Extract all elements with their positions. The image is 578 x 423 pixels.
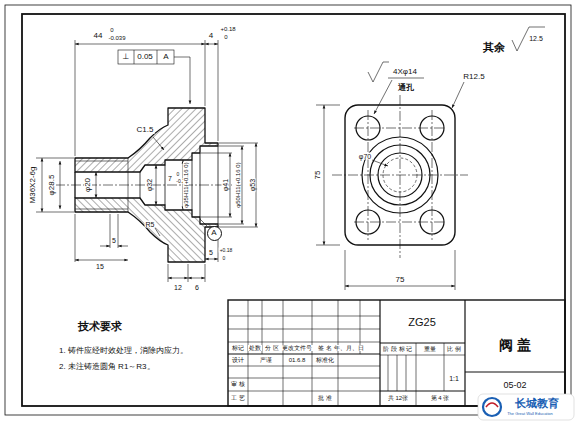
drawing-label: 更改文件号 [281,345,313,351]
drawing-label: 重量 [423,346,437,352]
drawing-label: R12.5 [462,73,485,81]
drawing-label: φ35H11(+0.16 0) [183,161,189,208]
drawing-label: 阀 盖 [498,338,532,352]
drawing-label: 12 [173,284,183,291]
drawing-label: 严谨 [259,357,273,363]
drawing-label: φ20 [84,177,92,193]
drawing-label: 75 [314,170,322,181]
drawing-label: 长城教育 [514,398,560,409]
drawing-label: The Great Wall Education [506,412,554,416]
drawing-label: 0 [176,172,181,177]
drawing-label: 01.6.8 [288,357,307,363]
drawing-label: φ70 [358,153,372,160]
drawing-label: 标准化 [315,357,335,363]
drawing-label: 签 名 [317,345,333,351]
drawing-label: 44 [93,32,104,40]
drawing-label: 阶 段 标 记 [382,346,413,352]
drawing-label: +0.18 [219,26,236,32]
drawing-label: φ28.5 [48,174,56,197]
drawing-label: 0 [222,256,227,261]
datum-letter: A [211,229,216,237]
drawing-label: 批 准 [317,395,333,401]
drawing-label: 处数 [248,345,262,351]
drawing-label: 共 12张 [387,395,409,401]
drawing-label: ⊥ [122,53,131,61]
drawing-label: 4 [208,32,214,40]
drawing-label: 4Xφ14 [392,68,418,76]
drawing-label: φ50H11(+0.16 0) [235,161,241,208]
drawing-label: 15 [95,263,105,270]
drawing-label: 05-02 [502,381,527,390]
drawing-label: 标记 [231,345,245,351]
drawing-label: 技术要求 [77,321,123,332]
drawing-label: 5 [111,237,117,244]
drawing-label: 0 [223,34,228,40]
drawing-label: 0 [109,27,114,33]
drawing-label: 分 区 [264,345,280,351]
drawing-label: 其余 [482,42,506,53]
drawing-label: 通孔 [397,84,415,92]
drawing-label: ZG25 [407,317,437,328]
drawing-label: +0.18 [219,248,234,253]
drawing-label: R5 [145,221,156,228]
drawing-label: 第 4 张 [430,395,451,401]
drawing-label: M36X2-6g [29,166,37,205]
drawing-label: 设计 [231,357,245,363]
drawing-label: 1:1 [448,375,460,382]
drawing-label: φ32 [146,178,153,192]
drawing-label: 5 [208,249,214,256]
drawing-label: 1. 铸件应经时效处理，消除内应力。 [58,347,189,355]
drawing-label: 75 [395,276,406,284]
drawing-label: 7 [167,175,173,182]
drawing-label: 比 例 [446,346,462,352]
drawing-label: φ41 [222,178,229,192]
drawing-label: C1.5 [136,126,155,134]
drawing-label: 0.05 [136,53,154,61]
drawing-label: φ53 [249,178,256,192]
drawing-label: 2. 未注铸造圆角 R1～R3。 [58,363,156,371]
drawing-label: 年、月、日 [333,345,365,351]
drawing-label: 12.5 [528,35,544,42]
drawing-label: 6 [194,284,200,291]
drawing-label: A [162,53,169,61]
drawing-label: -0.039 [107,35,126,41]
datum-circle: A [207,226,222,241]
drawing-label: 审 核 [230,381,246,387]
drawing-label: 工 艺 [230,395,246,401]
